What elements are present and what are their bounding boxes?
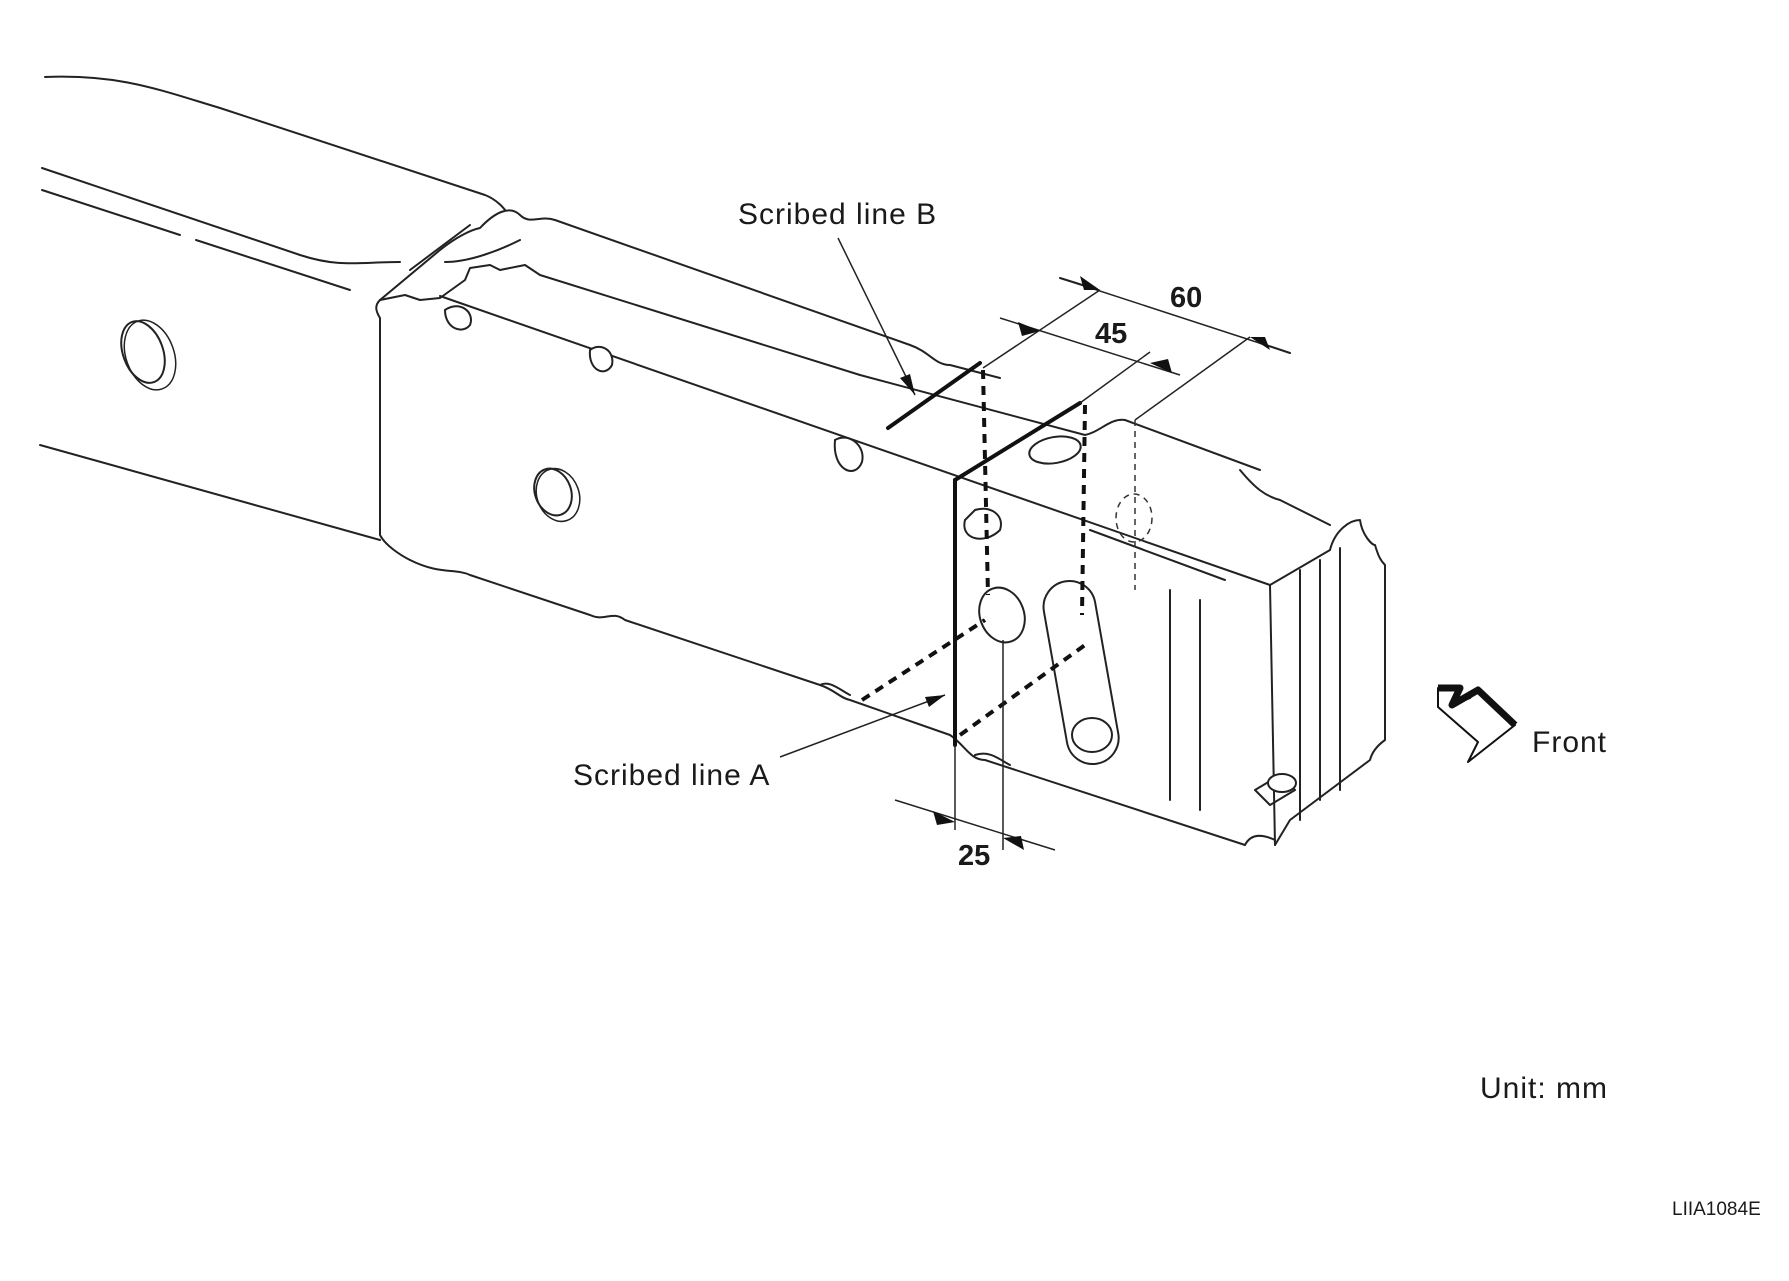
front-label: Front (1532, 726, 1607, 759)
callout-scribed-line-a: Scribed line A (573, 694, 946, 792)
scribed-line-a-mark (860, 369, 1136, 737)
dimension-25-value: 25 (958, 840, 990, 872)
callout-scribed-line-b: Scribed line B (738, 198, 937, 396)
unit-label: Unit: mm (1480, 1072, 1608, 1105)
dimension-45-value: 45 (1095, 318, 1127, 350)
side-member-outline (39, 75, 1386, 846)
dimension-25: 25 (894, 640, 1056, 872)
dimension-45: 45 (999, 317, 1181, 404)
scribed-line-a-label: Scribed line A (573, 759, 770, 792)
scribed-line-b-mark (886, 361, 1082, 747)
dimension-60-value: 60 (1170, 282, 1202, 314)
dimension-60: 60 (982, 276, 1291, 421)
figure-code: LIIA1084E (1672, 1199, 1761, 1220)
mounting-holes (120, 305, 1297, 793)
scribed-line-b-label: Scribed line B (738, 198, 937, 231)
front-arrow-icon: Front (1437, 684, 1607, 763)
